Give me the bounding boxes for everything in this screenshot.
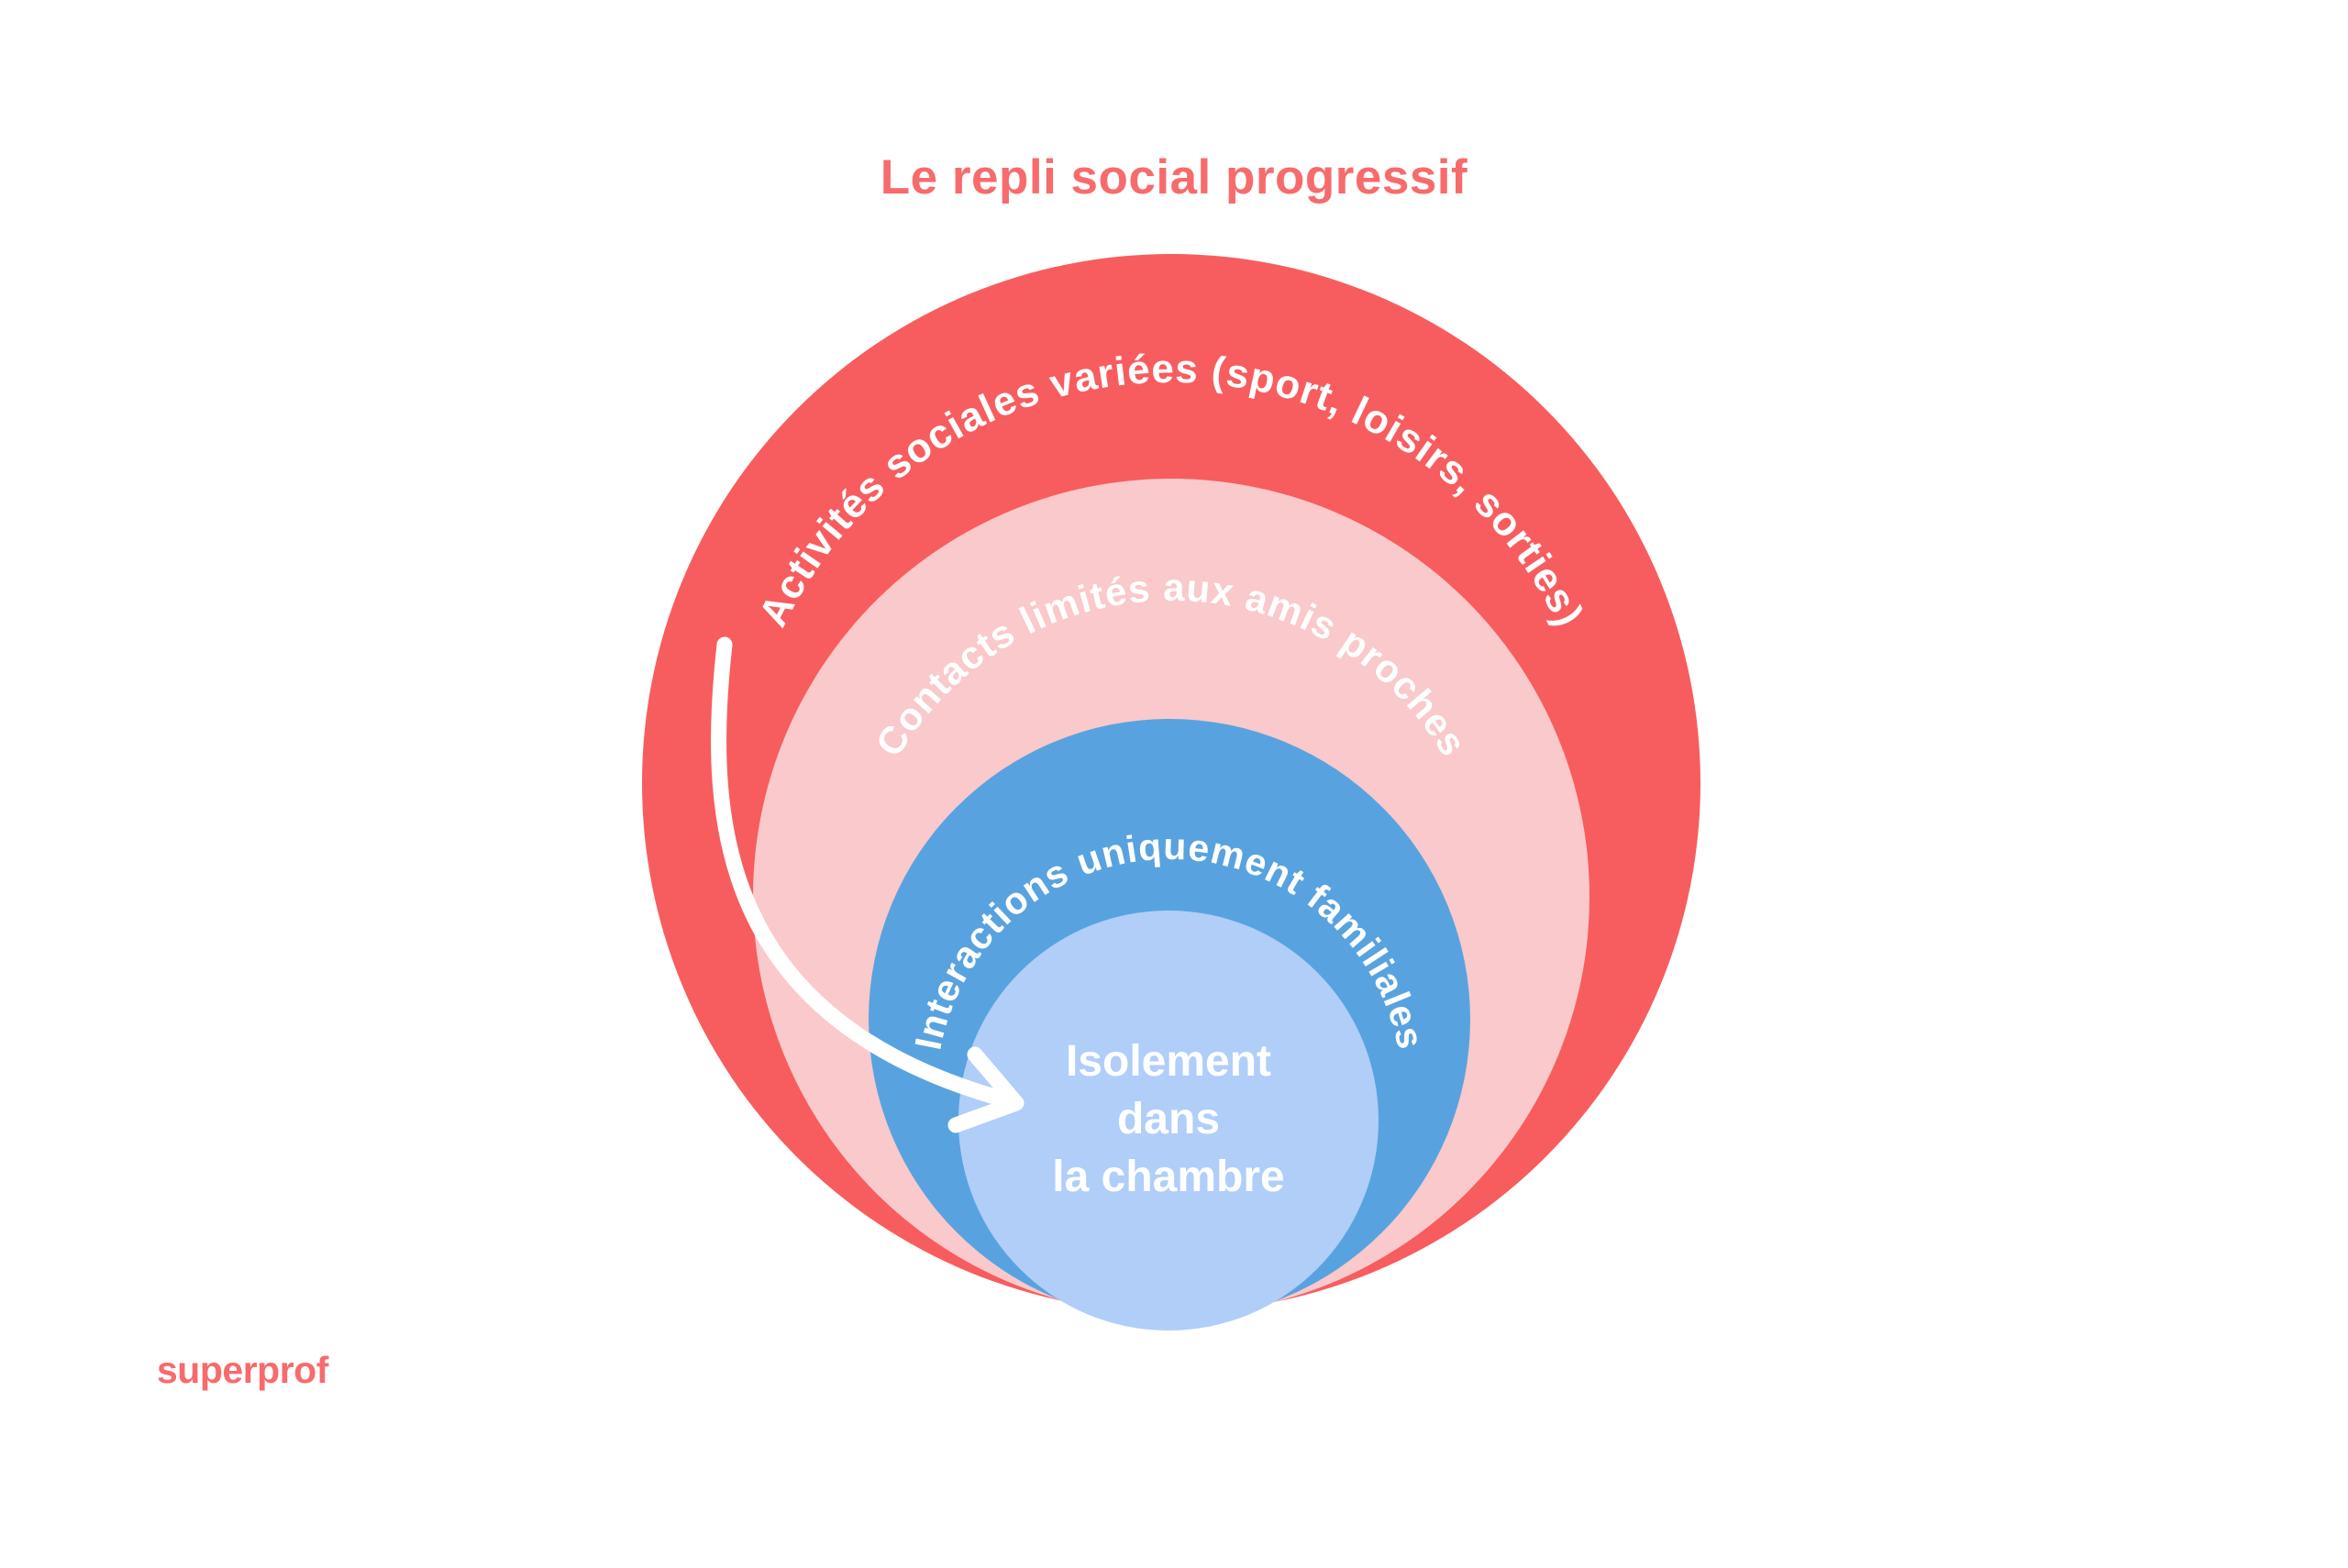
curved-arrow-icon: [711, 636, 1024, 1133]
inner-circle-label-line: dans: [1116, 1095, 1221, 1143]
inner-circle-label-line: la chambre: [1052, 1153, 1285, 1201]
page-title: Le repli social progressif: [880, 150, 1468, 204]
inner-circle-label-line: Isolement: [1065, 1037, 1272, 1086]
circle-level-4-isolement: [958, 911, 1379, 1331]
superprof-logo: superprof: [157, 1349, 328, 1391]
inner-circle-label: Isolement dans la chambre: [939, 1032, 1398, 1206]
